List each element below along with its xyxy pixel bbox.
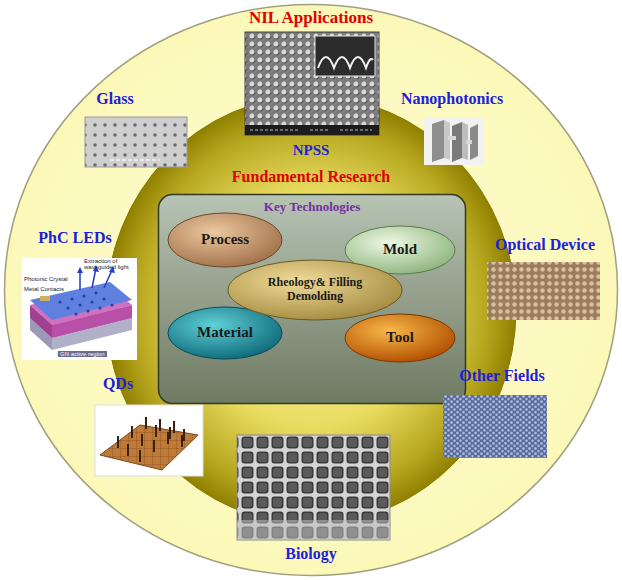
panel-title: Key Technologies <box>157 199 467 215</box>
optical-device-image <box>487 262 600 320</box>
tech-ellipse: Rheology& Filling Demolding <box>227 259 403 321</box>
illustration-note: GN active region <box>58 351 107 357</box>
illustration-note: Photonic Crystal <box>24 276 84 282</box>
npss-label: NPSS <box>105 142 517 159</box>
application-label: Other Fields <box>459 367 544 385</box>
glass-image <box>85 117 187 167</box>
qds-image <box>95 405 203 476</box>
application-label: Glass <box>96 90 133 108</box>
outer-circle-shape <box>5 5 618 576</box>
text-wrap: Rheology& Filling Demolding <box>227 259 403 321</box>
text-wrap: Process <box>167 212 283 268</box>
application-label: Optical Device <box>495 236 595 254</box>
biology-image <box>237 435 390 540</box>
tech-ellipse-shape <box>168 213 282 267</box>
other-fields-image <box>443 395 547 458</box>
section-title: NIL Applications <box>3 8 619 28</box>
text-wrap: Tool <box>344 313 456 363</box>
application-label: QDs <box>103 375 133 393</box>
nanophotonics-image <box>424 117 484 165</box>
phc-led-illustration <box>22 258 137 360</box>
tech-ellipse-shape <box>168 307 282 359</box>
key-tech-panel-shape <box>159 195 466 404</box>
technology-name: Rheology& Filling Demolding <box>245 276 385 304</box>
illustration-note: Metal Contacts <box>24 286 84 292</box>
tech-ellipse: Tool <box>344 313 456 363</box>
technology-name: Tool <box>386 329 414 346</box>
application-label: Nanophotonics <box>401 90 503 108</box>
application-label: Biology <box>285 545 337 563</box>
technology-name: Process <box>201 231 249 248</box>
tech-ellipse-shape <box>345 314 455 362</box>
tech-ellipse: Process <box>167 212 283 268</box>
research-title: Fundamental Research <box>105 168 517 186</box>
application-label: PhC LEDs <box>38 229 111 247</box>
sem-image <box>245 32 379 135</box>
key-tech-panel: Key TechnologiesProcessMoldRheology& Fil… <box>157 193 467 405</box>
illustration-note: Extraction of waveguided light <box>84 258 138 271</box>
technology-name: Material <box>197 324 253 341</box>
technology-name: Mold <box>383 241 417 258</box>
tech-ellipse-shape <box>228 260 402 320</box>
